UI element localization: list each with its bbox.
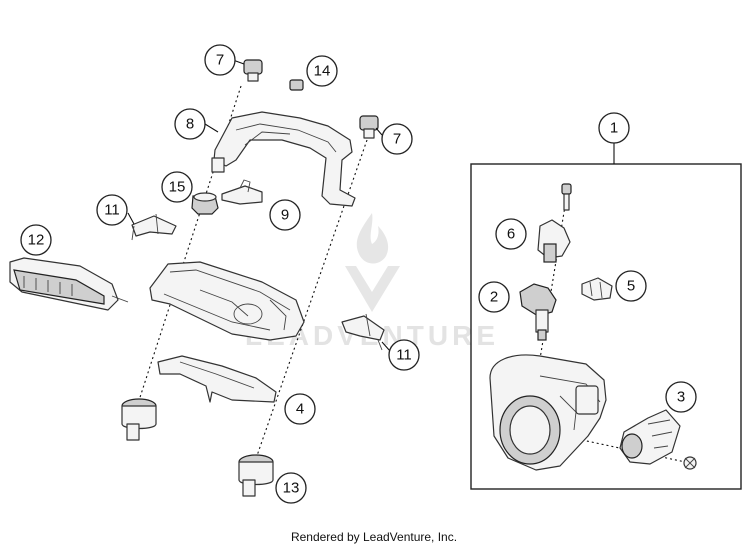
throttle-sensor-part — [619, 409, 681, 465]
callout-13[interactable]: 13 — [275, 472, 307, 504]
injector-part — [537, 183, 572, 263]
callout-label: 1 — [610, 120, 618, 137]
rubber-mount-lower — [238, 454, 274, 497]
callout-11-right[interactable]: 11 — [388, 339, 420, 371]
callout-label: 14 — [314, 63, 331, 80]
callout-1[interactable]: 1 — [598, 112, 630, 144]
grommet-part — [191, 192, 219, 215]
callout-11-top[interactable]: 11 — [96, 194, 128, 226]
callout-label: 3 — [677, 389, 685, 406]
callout-label: 15 — [169, 179, 186, 196]
callout-12[interactable]: 12 — [20, 224, 52, 256]
callout-7-top[interactable]: 7 — [204, 44, 236, 76]
callout-label: 5 — [627, 278, 635, 295]
callout-5[interactable]: 5 — [615, 270, 647, 302]
callout-label: 11 — [104, 202, 120, 219]
screw-part — [683, 456, 697, 470]
callout-7-right[interactable]: 7 — [381, 123, 413, 155]
callout-6[interactable]: 6 — [495, 218, 527, 250]
callout-label: 7 — [216, 52, 224, 69]
callout-label: 7 — [393, 131, 401, 148]
footer-credit: Rendered by LeadVenture, Inc. — [291, 530, 457, 544]
callout-label: 8 — [186, 116, 194, 133]
clip-part-11-top — [131, 213, 177, 241]
callout-9[interactable]: 9 — [269, 199, 301, 231]
clip-part-5 — [581, 277, 613, 301]
mount-plate-part — [157, 355, 277, 403]
callout-8[interactable]: 8 — [174, 108, 206, 140]
callout-2[interactable]: 2 — [478, 281, 510, 313]
callout-label: 11 — [396, 347, 412, 364]
leader-7b — [375, 127, 383, 136]
bracket-part — [211, 111, 356, 207]
callout-label: 13 — [283, 480, 300, 497]
callout-3[interactable]: 3 — [665, 381, 697, 413]
assembly-box — [470, 163, 742, 490]
leader-11a — [127, 212, 135, 225]
bolt-part-right — [359, 115, 379, 139]
callout-label: 6 — [507, 226, 515, 243]
callout-4[interactable]: 4 — [284, 393, 316, 425]
callout-15[interactable]: 15 — [161, 171, 193, 203]
alignment-line-left — [131, 85, 242, 423]
clip-part-9 — [221, 179, 263, 205]
airbox-housing-part — [149, 261, 305, 341]
nut-part — [289, 79, 304, 91]
clip-part-11-right — [341, 313, 385, 351]
leader-8 — [204, 123, 219, 133]
callout-label: 12 — [28, 232, 45, 249]
bolt-part-left — [243, 59, 263, 82]
throttle-body-part — [489, 354, 607, 471]
leader-11b — [381, 341, 391, 352]
callout-14[interactable]: 14 — [306, 55, 338, 87]
rubber-mount-upper — [121, 398, 157, 441]
callout-label: 4 — [296, 401, 304, 418]
alignment-line-right — [251, 139, 368, 471]
callout-label: 9 — [281, 207, 289, 224]
callout-label: 2 — [490, 289, 498, 306]
fuel-injector-part — [519, 283, 557, 341]
control-module-part — [9, 257, 129, 311]
